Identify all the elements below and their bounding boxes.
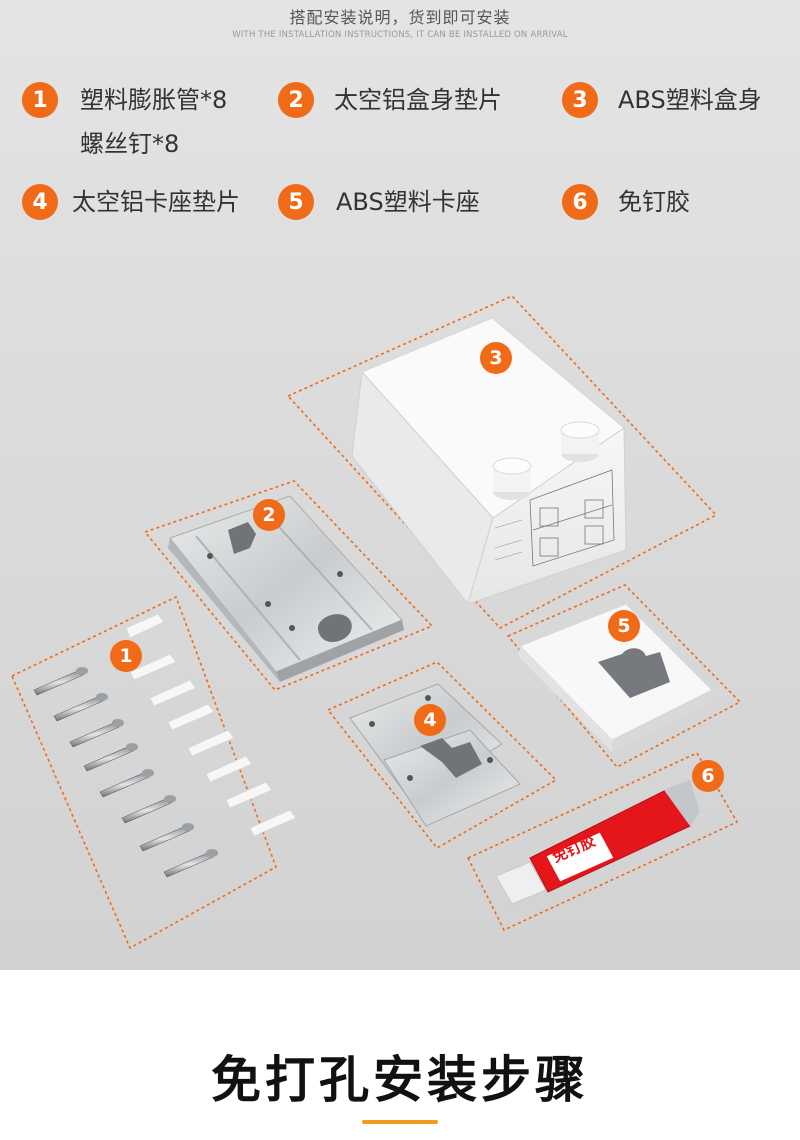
legend-item-6: 6 免钉胶	[562, 184, 690, 224]
legend-item-4: 4 太空铝卡座垫片	[22, 184, 240, 224]
product-photo: 搭配安装说明，货到即可安装 WITH THE INSTALLATION INST…	[0, 0, 800, 970]
legend-label: ABS塑料卡座	[336, 188, 480, 216]
callout-4: 4	[414, 704, 446, 736]
legend-number-badge: 5	[278, 184, 314, 220]
parts-illustration	[10, 295, 742, 950]
legend-number-badge: 6	[562, 184, 598, 220]
glue-tube	[495, 780, 700, 905]
header-title-cn: 搭配安装说明，货到即可安装	[289, 8, 511, 27]
callout-6: 6	[692, 760, 724, 792]
legend-number-badge: 4	[22, 184, 58, 220]
frame-6	[466, 751, 739, 932]
legend-number-badge: 1	[22, 82, 58, 118]
frame-5	[506, 584, 742, 769]
legend-label: 免钉胶	[618, 188, 690, 216]
legend-label: ABS塑料盒身	[618, 86, 762, 114]
frame-2	[143, 480, 434, 691]
legend-label: 太空铝盒身垫片	[334, 86, 502, 114]
frame-1	[10, 595, 277, 950]
anchors-and-screws	[33, 613, 297, 878]
legend-item-5: 5 ABS塑料卡座	[278, 184, 480, 224]
legend-label: 太空铝卡座垫片	[72, 188, 240, 216]
callout-1: 1	[110, 640, 142, 672]
title-underline	[362, 1120, 438, 1124]
legend-item-2: 2 太空铝盒身垫片	[278, 82, 502, 122]
legend-label: 塑料膨胀管*8	[80, 86, 228, 114]
legend-item-1: 1 塑料膨胀管*8 螺丝钉*8	[22, 82, 227, 166]
abs-plastic-box	[351, 317, 627, 606]
callout-3: 3	[480, 342, 512, 374]
aluminum-seat-plate	[349, 683, 521, 827]
header-title-en: WITH THE INSTALLATION INSTRUCTIONS, IT C…	[232, 30, 568, 40]
callout-5: 5	[608, 610, 640, 642]
section-title: 免打孔安装步骤	[211, 1051, 589, 1109]
legend-item-3: 3 ABS塑料盒身	[562, 82, 762, 122]
legend-label-line2: 螺丝钉*8	[80, 130, 180, 158]
aluminum-box-plate	[168, 495, 404, 682]
frame-3	[286, 295, 718, 629]
legend-number-badge: 3	[562, 82, 598, 118]
legend-number-badge: 2	[278, 82, 314, 118]
abs-plastic-seat	[518, 603, 713, 752]
callout-2: 2	[253, 499, 285, 531]
frame-4	[326, 661, 558, 850]
